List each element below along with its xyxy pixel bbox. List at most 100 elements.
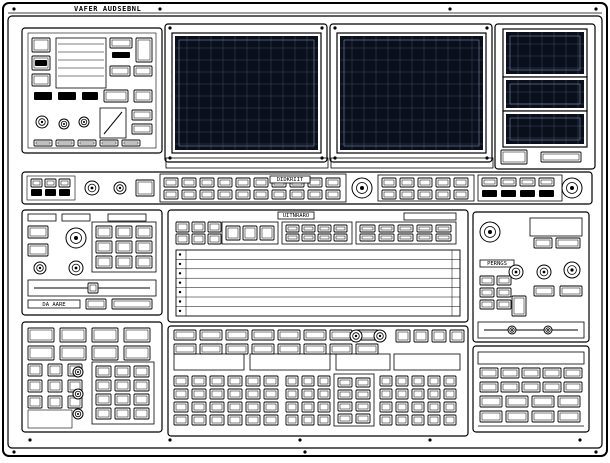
key-button[interactable] (355, 343, 379, 355)
rotary-knob[interactable] (72, 388, 84, 400)
key-button[interactable] (47, 379, 63, 393)
key-button[interactable] (435, 233, 452, 242)
key-button[interactable] (333, 224, 348, 233)
key-button[interactable] (481, 177, 498, 187)
key-button[interactable] (378, 224, 395, 233)
slider-handle[interactable] (87, 282, 99, 294)
key-button[interactable] (431, 329, 447, 343)
key-button[interactable] (378, 233, 395, 242)
key-button[interactable] (479, 287, 495, 298)
rotary-knob[interactable] (349, 329, 363, 343)
key-button[interactable] (245, 375, 261, 387)
key-button[interactable] (114, 393, 131, 406)
key-button[interactable] (131, 109, 153, 121)
rotary-knob[interactable] (35, 115, 49, 129)
rotary-knob[interactable] (536, 264, 552, 280)
key-button[interactable] (27, 395, 43, 409)
rotary-knob[interactable] (543, 325, 553, 335)
key-button[interactable] (355, 389, 371, 400)
key-button[interactable] (133, 365, 150, 378)
key-button[interactable] (285, 414, 299, 426)
lower-right-knob[interactable] (479, 221, 501, 243)
key-button[interactable] (251, 329, 275, 341)
key-button[interactable] (395, 414, 409, 426)
key-button[interactable] (191, 401, 207, 413)
key-button[interactable] (31, 37, 51, 53)
key-button[interactable] (411, 414, 425, 426)
key-button[interactable] (416, 233, 433, 242)
key-button[interactable] (399, 177, 415, 188)
key-button[interactable] (379, 388, 393, 400)
mid-strip-right-knob[interactable] (561, 177, 583, 199)
key-button[interactable] (443, 414, 457, 426)
rotary-knob[interactable] (58, 118, 70, 130)
key-button[interactable] (123, 327, 151, 343)
key-button[interactable] (359, 224, 376, 233)
key-button[interactable] (435, 177, 451, 188)
key-button[interactable] (285, 224, 300, 233)
key-button[interactable] (181, 189, 197, 200)
key-button[interactable] (135, 240, 153, 254)
key-button[interactable] (303, 343, 327, 355)
key-button[interactable] (173, 329, 197, 341)
key-button[interactable] (411, 401, 425, 413)
key-button[interactable] (427, 401, 441, 413)
key-button[interactable] (557, 410, 581, 423)
key-button[interactable] (133, 393, 150, 406)
lower-left-knob[interactable] (65, 227, 87, 249)
key-button[interactable] (217, 189, 233, 200)
key-button[interactable] (427, 388, 441, 400)
key-button[interactable] (227, 375, 243, 387)
key-button[interactable] (259, 225, 275, 241)
key-button[interactable] (427, 375, 441, 387)
key-button[interactable] (301, 414, 315, 426)
key-button[interactable] (225, 225, 241, 241)
key-button[interactable] (47, 395, 63, 409)
key-button[interactable] (245, 414, 261, 426)
key-button[interactable] (245, 401, 261, 413)
rotary-knob[interactable] (78, 116, 90, 128)
key-button[interactable] (511, 295, 527, 317)
key-button[interactable] (91, 345, 119, 361)
key-button[interactable] (453, 189, 469, 200)
key-button[interactable] (411, 388, 425, 400)
key-button[interactable] (209, 388, 225, 400)
key-button[interactable] (301, 401, 315, 413)
key-button[interactable] (285, 401, 299, 413)
key-button[interactable] (519, 177, 536, 187)
key-button[interactable] (443, 388, 457, 400)
key-button[interactable] (30, 178, 43, 188)
key-button[interactable] (95, 407, 112, 420)
key-button[interactable] (329, 329, 353, 341)
key-button[interactable] (397, 233, 414, 242)
key-button[interactable] (395, 401, 409, 413)
key-button[interactable] (163, 189, 179, 200)
key-button[interactable] (538, 177, 555, 187)
key-button[interactable] (496, 287, 512, 298)
key-button[interactable] (173, 401, 189, 413)
key-button[interactable] (235, 177, 251, 188)
key-button[interactable] (227, 414, 243, 426)
key-button[interactable] (173, 388, 189, 400)
key-button[interactable] (95, 379, 112, 392)
key-button[interactable] (317, 401, 331, 413)
key-button[interactable] (253, 177, 269, 188)
key-button[interactable] (555, 237, 581, 249)
key-button[interactable] (199, 177, 215, 188)
key-button[interactable] (395, 388, 409, 400)
key-button[interactable] (225, 329, 249, 341)
key-button[interactable] (395, 375, 409, 387)
key-button[interactable] (277, 343, 301, 355)
key-button[interactable] (135, 37, 153, 63)
key-button[interactable] (443, 375, 457, 387)
key-button[interactable] (317, 388, 331, 400)
key-button[interactable] (435, 224, 452, 233)
key-button[interactable] (542, 381, 562, 393)
key-button[interactable] (209, 401, 225, 413)
key-button[interactable] (95, 240, 113, 254)
key-button[interactable] (317, 233, 332, 242)
key-button[interactable] (123, 345, 151, 361)
rotary-knob[interactable] (72, 408, 84, 420)
key-button[interactable] (479, 275, 495, 286)
key-button[interactable] (27, 345, 55, 361)
